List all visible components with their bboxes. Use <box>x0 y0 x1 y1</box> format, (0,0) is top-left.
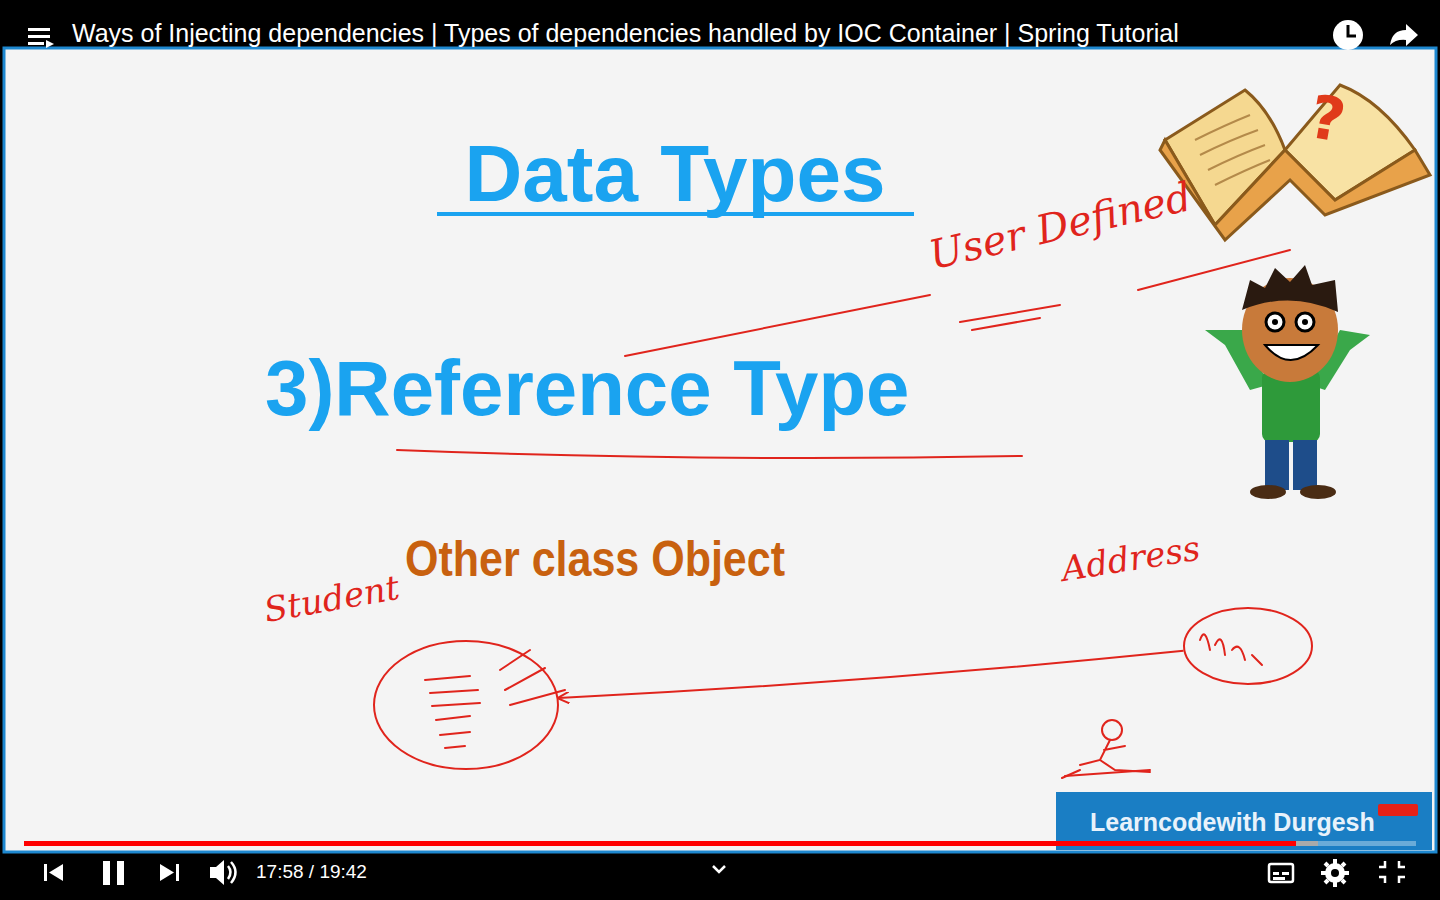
class-circle: Address <box>1183 607 1313 685</box>
circle-outline <box>374 641 558 769</box>
video-title: Ways of Injecting dependencies | Types o… <box>72 19 1179 48</box>
slide-title: Data Types <box>465 128 886 220</box>
association-arrow <box>558 651 1183 698</box>
circle-outline <box>1183 607 1313 685</box>
subheading: Other class Object <box>405 530 785 588</box>
brand-watermark: Learncodewith Durgesh <box>1090 808 1375 837</box>
time-display: 17:58 / 19:42 <box>256 861 367 883</box>
section-heading: 3)Reference Type <box>265 343 910 434</box>
circle-outline <box>373 640 559 770</box>
class-circle: Student <box>373 640 559 770</box>
svg-text:?: ? <box>1304 81 1350 156</box>
circle-outline <box>1184 608 1312 684</box>
